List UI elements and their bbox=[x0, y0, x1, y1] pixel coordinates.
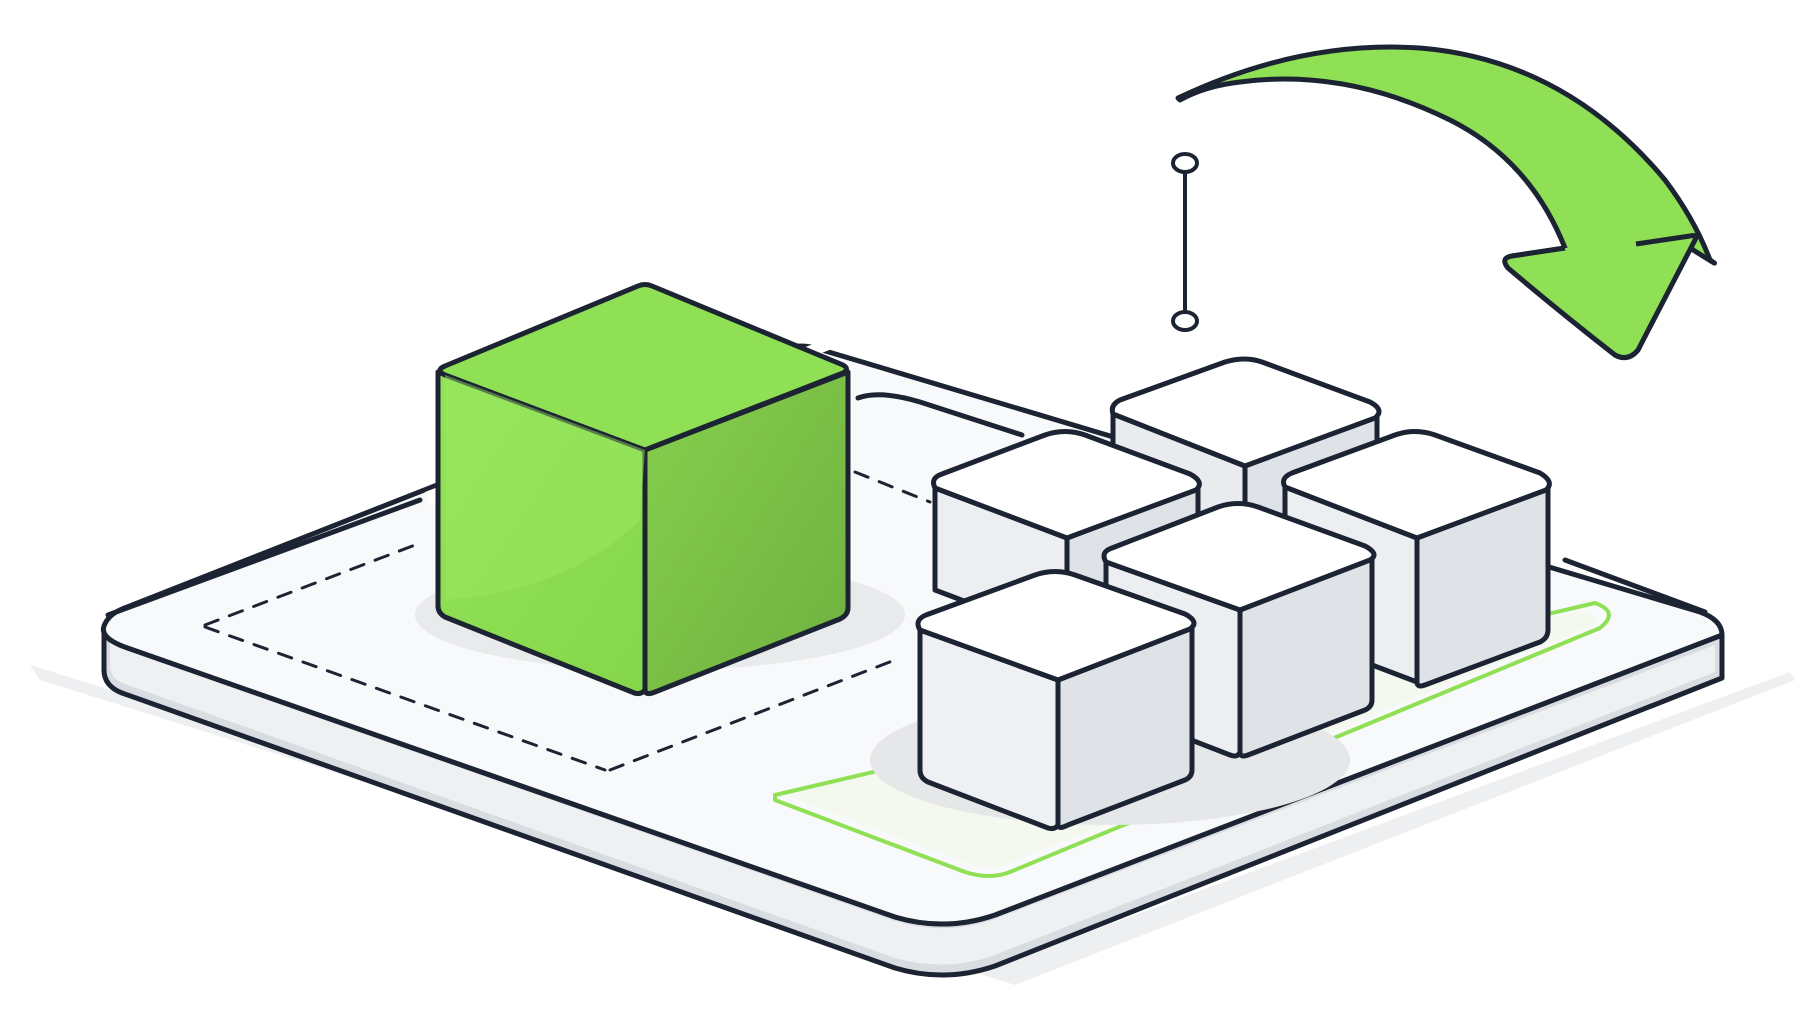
target-zone-outline bbox=[773, 601, 1611, 878]
featured-cube-top-face bbox=[437, 282, 849, 453]
dimension-bottom-handle bbox=[1171, 310, 1199, 332]
platform-back-rim-left bbox=[105, 497, 423, 618]
connector-line bbox=[855, 392, 1025, 438]
dimension-top-handle bbox=[1171, 152, 1199, 174]
cube-front bbox=[915, 569, 1197, 832]
featured-cube-sheen bbox=[445, 375, 645, 600]
height-marker bbox=[1171, 152, 1199, 332]
source-zone-outline bbox=[203, 470, 932, 772]
cube-group bbox=[915, 356, 1552, 832]
featured-cube bbox=[435, 282, 851, 697]
featured-cube-right-face bbox=[642, 369, 851, 697]
curved-arrow-head-outline bbox=[1502, 233, 1699, 361]
platform-back-rim-right bbox=[1562, 557, 1708, 615]
